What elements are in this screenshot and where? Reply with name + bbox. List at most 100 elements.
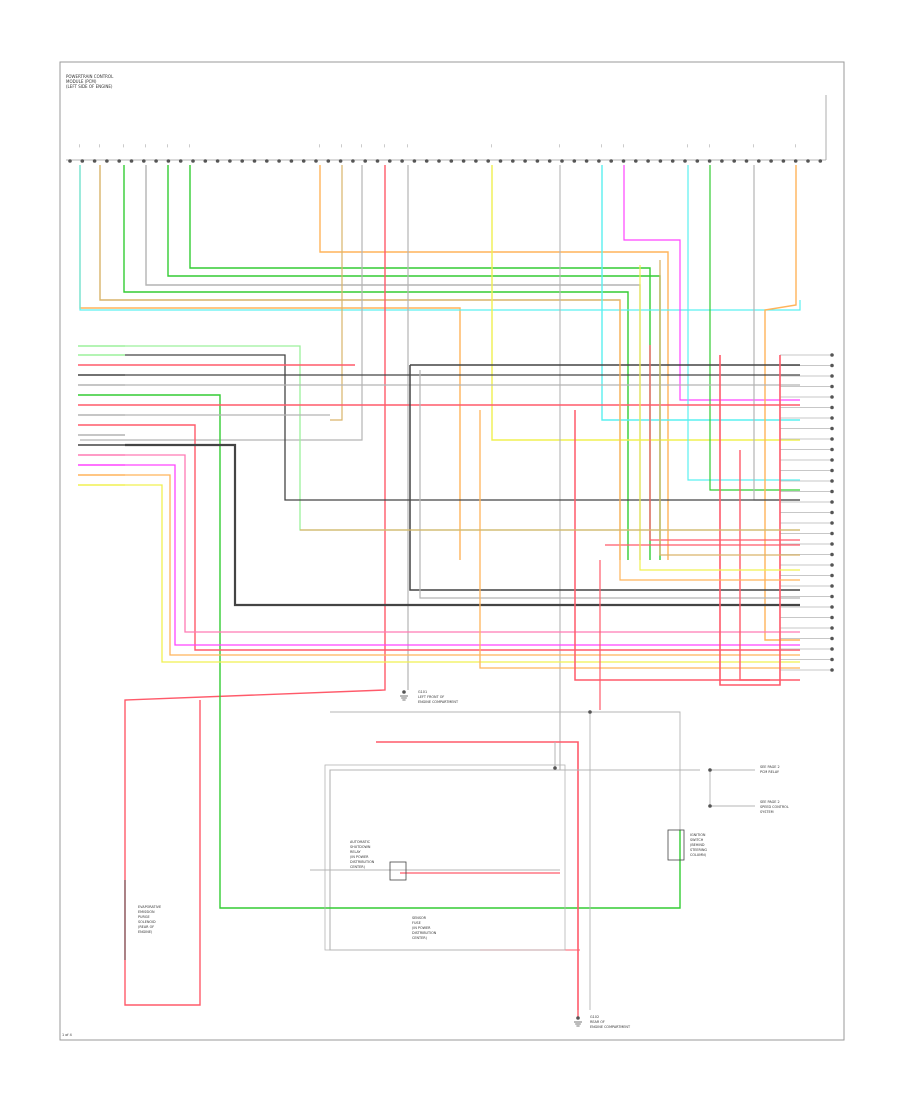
module-label-right: COLUMN)	[690, 853, 707, 857]
diagram-frame	[59, 61, 845, 1041]
connector-pin-icon	[830, 489, 834, 494]
connector-pin-icon	[400, 159, 404, 163]
page-footer: 1 of 4	[62, 1033, 72, 1037]
connector-pin-icon	[830, 563, 834, 567]
connector-pin-icon	[535, 159, 540, 163]
pcm-title: (LEFT SIDE OF ENGINE)	[66, 84, 113, 89]
connector-pin-icon	[154, 159, 158, 163]
module-label-center: DISTRIBUTION	[350, 860, 375, 864]
pin-number: —	[685, 144, 689, 148]
connector-node-icon	[576, 1016, 580, 1020]
ground-icon	[400, 695, 408, 701]
connector-pin-icon	[117, 159, 121, 163]
connector-node-icon	[708, 804, 712, 808]
connector-pin-icon	[695, 159, 700, 163]
module-label-center: (IN POWER	[350, 855, 369, 859]
pin-number: —	[77, 144, 81, 148]
wire	[125, 454, 800, 633]
pin-number: —	[317, 144, 321, 148]
ground-icon	[574, 1021, 582, 1027]
connector-pin-icon	[621, 159, 626, 163]
wire	[419, 370, 800, 599]
connector-pin-icon	[830, 384, 834, 389]
connector-pin-icon	[830, 405, 834, 410]
connector-pin-icon	[757, 159, 761, 163]
module-label-bottom: SENSOR	[412, 916, 427, 920]
connector-pin-icon	[437, 159, 441, 163]
pin-number: —	[359, 144, 363, 148]
wire	[479, 410, 800, 669]
connector-pin-icon	[572, 159, 577, 163]
pin-number: —	[599, 144, 603, 148]
connector-pin-icon	[326, 159, 331, 163]
module-label-center: AUTOMATIC	[350, 840, 371, 844]
wire	[709, 165, 800, 491]
pin-number: —	[187, 144, 191, 148]
module-label-bottom: (IN POWER	[412, 926, 431, 930]
connector-pin-icon	[375, 159, 380, 163]
connector-pin-icon	[830, 447, 834, 452]
connector-pin-icon	[830, 416, 834, 420]
symbol-layer	[68, 159, 834, 1027]
ground-label-g101: ENGINE COMPARTMENT	[418, 700, 459, 704]
connector-node-icon	[708, 768, 712, 772]
connector-pin-icon	[830, 594, 834, 599]
connector-pin-icon	[215, 159, 220, 163]
wire	[329, 165, 580, 951]
connector-pin-icon	[498, 159, 503, 163]
connector-pin-icon	[191, 159, 195, 163]
connector-pin-icon	[830, 531, 834, 536]
wire	[619, 300, 800, 581]
wire	[687, 165, 800, 481]
connector-pin-icon	[584, 159, 589, 163]
module-label-center: SHUTDOWN	[350, 845, 371, 849]
wire	[330, 711, 681, 830]
wire	[79, 165, 801, 311]
wire	[124, 165, 386, 1006]
wire-layer	[66, 95, 830, 1018]
ground-label-g101: LEFT FRONT OF	[418, 695, 444, 699]
module-label-left: EMISSION	[138, 910, 155, 914]
connector-pin-icon	[781, 159, 786, 163]
connector-pin-icon	[720, 159, 724, 163]
wire	[125, 354, 800, 501]
module-label-bottom: DISTRIBUTION	[412, 931, 437, 935]
connector-pin-icon	[609, 159, 613, 163]
wire	[319, 165, 669, 560]
pin-number: —	[751, 144, 755, 148]
wire	[719, 355, 781, 686]
wire	[125, 474, 800, 656]
connector-pin-icon	[486, 159, 491, 163]
wire	[125, 443, 800, 607]
module-label-right: IGNITION	[690, 833, 706, 837]
wire	[491, 165, 800, 441]
connector-pin-icon	[240, 159, 244, 163]
wire	[376, 741, 579, 1010]
connector-pin-icon	[830, 584, 834, 588]
connector-pin-icon	[597, 159, 601, 163]
wire	[764, 165, 800, 641]
wire	[601, 165, 800, 421]
connector-pin-icon	[830, 353, 834, 357]
connector-pin-icon	[424, 159, 429, 163]
pin-number: —	[557, 144, 561, 148]
wire	[649, 345, 800, 541]
connector-pin-icon	[830, 437, 834, 441]
module-label-bottom: FUSE	[412, 921, 421, 925]
connector-pin-icon	[830, 605, 834, 609]
connector-pin-icon	[449, 159, 454, 163]
connector-pin-icon	[80, 159, 85, 163]
connector-pin-icon	[277, 159, 281, 163]
connector-pin-icon	[818, 159, 823, 163]
module-label-left: EVAPORATIVE	[138, 905, 161, 909]
connector-pin-icon	[830, 552, 834, 557]
connector-pin-icon	[105, 159, 109, 163]
connector-pin-icon	[830, 542, 834, 546]
connector-pin-icon	[744, 159, 749, 163]
wire	[125, 424, 800, 651]
connector-pin-icon	[338, 159, 343, 163]
wire	[80, 165, 363, 441]
connector-pin-icon	[412, 159, 417, 163]
connector-pin-icon	[474, 159, 478, 163]
